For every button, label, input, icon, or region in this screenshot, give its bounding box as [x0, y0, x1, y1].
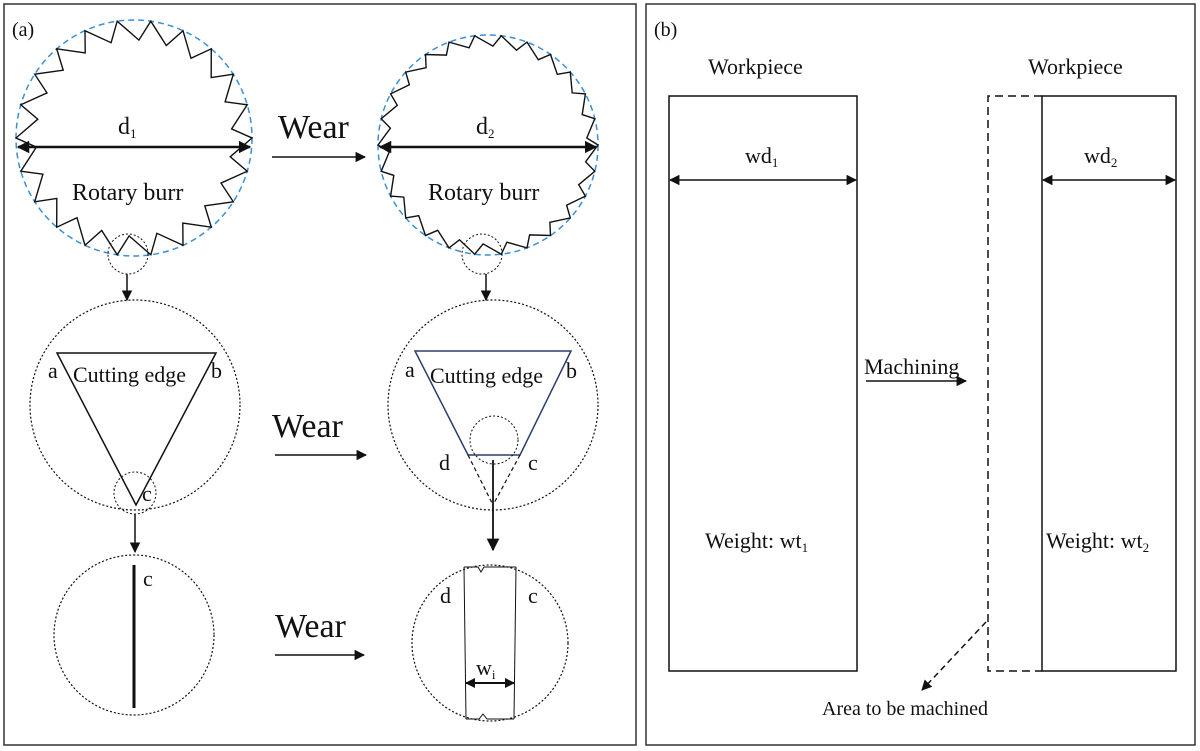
diameter-d1-label: d1: [118, 114, 137, 141]
panel-b-frame: [645, 3, 1196, 746]
diameter-d2-label: d2: [476, 114, 495, 141]
rotary-burr-worn: [376, 34, 600, 256]
panel-a-label: (a): [12, 19, 34, 41]
weight-wt2-label: Weight: wt2: [1046, 528, 1149, 555]
point-d-3: d: [440, 583, 451, 608]
point-c-4: c: [528, 583, 538, 608]
workpiece-label-2: Workpiece: [1028, 54, 1123, 79]
tooth-zoom-circle-1: [107, 233, 149, 275]
width-wd2-label: wd2: [1084, 143, 1117, 170]
worn-tip-dashed-left: [467, 454, 494, 506]
point-c-1: c: [142, 481, 152, 506]
point-a-2: a: [405, 357, 415, 382]
rotary-burr-label-1: Rotary burr: [72, 180, 183, 206]
area-pointer-arrow: [921, 621, 987, 691]
worn-tip-zoom-circle: [469, 415, 519, 465]
point-b-1: b: [211, 358, 222, 383]
point-c-2: c: [528, 450, 538, 475]
rotary-burr-new: [14, 19, 254, 257]
burr-teeth: [14, 19, 254, 257]
machining-label: Machining: [864, 354, 959, 379]
weight-wt1-label: Weight: wt1: [705, 528, 808, 555]
point-d-2: d: [439, 450, 450, 475]
cutting-edge-label-2: Cutting edge: [430, 363, 543, 388]
burr-envelope-circle-2: [377, 34, 599, 256]
cutting-edge-label-1: Cutting edge: [73, 362, 186, 387]
point-a-1: a: [48, 358, 58, 383]
point-c-3: c: [143, 566, 153, 591]
workpiece-1: [668, 95, 858, 672]
wear-label-3: Wear: [275, 608, 347, 645]
cutting-edge-zoom-new: [29, 299, 241, 511]
width-wi-label: wi: [476, 655, 496, 682]
edge-profile-new: [53, 554, 215, 716]
area-to-be-machined-label: Area to be machined: [822, 698, 988, 720]
workpiece-2: [1041, 95, 1177, 672]
panel-b-label: (b): [654, 19, 677, 41]
area-to-be-machined-outline: [987, 95, 1042, 672]
wear-label-1: Wear: [278, 109, 350, 146]
wear-label-2: Wear: [272, 408, 344, 445]
burr-teeth-worn: [376, 34, 600, 256]
cutting-edge-triangle: [55, 352, 218, 507]
rotary-burr-label-2: Rotary burr: [428, 180, 539, 206]
worn-tip-dashed-right: [492, 454, 521, 506]
workpiece-label-1: Workpiece: [708, 54, 803, 79]
width-wd1-label: wd1: [745, 143, 778, 170]
edge-profile-worn: [411, 564, 569, 722]
worn-edge-band: [463, 566, 517, 720]
panel-a-frame: [3, 3, 637, 746]
point-b-2: b: [566, 358, 577, 383]
tooth-zoom-circle-2: [461, 233, 503, 275]
